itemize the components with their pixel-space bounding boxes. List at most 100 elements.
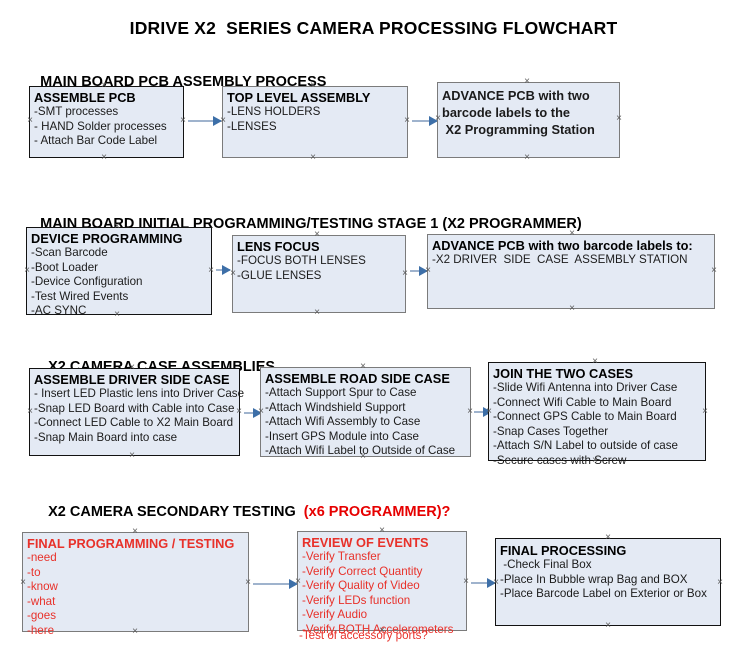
box-line: - Attach Bar Code Label — [34, 134, 158, 148]
connection-handle-top[interactable] — [131, 528, 139, 536]
box-title: FINAL PROCESSING — [500, 543, 627, 558]
box-line: -Check Final Box — [500, 558, 592, 571]
connection-handle-left[interactable] — [257, 408, 265, 416]
box-assemble-driver-side-case[interactable]: ASSEMBLE DRIVER SIDE CASE - Insert LED P… — [26, 368, 245, 456]
box-line: -X2 DRIVER SIDE CASE ASSEMBLY STATION — [432, 253, 688, 266]
connection-handle-top[interactable] — [100, 82, 108, 90]
connection-handle-bottom[interactable] — [523, 154, 531, 162]
connection-handle-left[interactable] — [434, 115, 442, 123]
connection-handle-left[interactable] — [219, 117, 227, 125]
box-title: ADVANCE PCB with two — [442, 88, 590, 103]
box-title: TOP LEVEL ASSEMBLY — [227, 90, 371, 105]
box-title: ASSEMBLE DRIVER SIDE CASE — [34, 372, 230, 387]
connection-handle-top[interactable] — [128, 364, 136, 372]
connection-handle-top[interactable] — [309, 82, 317, 90]
connection-handle-top[interactable] — [113, 223, 121, 231]
section-header-text: X2 CAMERA SECONDARY TESTING — [48, 504, 304, 520]
box-top-level-assembly[interactable]: TOP LEVEL ASSEMBLY -LENS HOLDERS -LENSES — [222, 86, 408, 158]
connection-handle-right[interactable] — [235, 408, 243, 416]
connection-handle-top[interactable] — [378, 527, 386, 535]
connection-handle-bottom[interactable] — [313, 309, 321, 317]
connection-handle-right[interactable] — [716, 579, 724, 587]
box-line: -Attach Wifi Assembly to Case — [265, 415, 421, 429]
box-assemble-pcb[interactable]: ASSEMBLE PCB -SMT processes - HAND Solde… — [29, 86, 184, 158]
arrow-device-programming-to-lens-focus — [216, 265, 231, 275]
box-line: -Connect LED Cable to X2 Main Board — [34, 416, 234, 430]
connection-handle-right[interactable] — [207, 267, 215, 275]
box-line: -FOCUS BOTH LENSES — [237, 254, 366, 267]
section-header-x2-camera-secondary-testing: X2 CAMERA SECONDARY TESTING (x6 PROGRAMM… — [32, 488, 450, 536]
box-device-programming[interactable]: DEVICE PROGRAMMING -Scan Barcode -Boot L… — [23, 227, 215, 317]
connection-handle-bottom[interactable] — [359, 453, 367, 461]
connection-handle-left[interactable] — [26, 408, 34, 416]
connection-handle-bottom[interactable] — [131, 628, 139, 636]
connection-handle-top[interactable] — [523, 78, 531, 86]
connection-handle-left[interactable] — [23, 267, 31, 275]
box-final-programming-testing[interactable]: FINAL PROGRAMMING / TESTING -need -to -k… — [19, 532, 252, 637]
box-line: -AC SYNC — [31, 304, 87, 318]
box-title: ASSEMBLE ROAD SIDE CASE — [265, 371, 450, 386]
connection-handle-right[interactable] — [615, 115, 623, 123]
box-title: REVIEW OF EVENTS — [302, 535, 429, 550]
box-line: - Insert LED Plastic lens into Driver Ca… — [34, 387, 245, 400]
connection-handle-top[interactable] — [359, 363, 367, 371]
box-title: FINAL PROGRAMMING / TESTING — [27, 536, 235, 551]
connection-handle-bottom[interactable] — [113, 311, 121, 319]
box-line: -Attach Support Spur to Case — [265, 386, 417, 399]
box-line: -Scan Barcode — [31, 246, 108, 259]
connection-handle-right[interactable] — [401, 270, 409, 278]
connection-handle-bottom[interactable] — [128, 452, 136, 460]
connection-handle-right[interactable] — [701, 408, 709, 416]
connection-handle-left[interactable] — [294, 578, 302, 586]
box-line: -Snap Cases Together — [493, 424, 609, 438]
box-line: -Verify Correct Quantity — [302, 564, 423, 578]
box-title: ASSEMBLE PCB — [34, 90, 136, 105]
connection-handle-left[interactable] — [424, 267, 432, 275]
connection-handle-top[interactable] — [313, 231, 321, 239]
connection-handle-bottom[interactable] — [591, 457, 599, 465]
connection-handle-top[interactable] — [604, 534, 612, 542]
connection-handle-right[interactable] — [244, 579, 252, 587]
box-line: -Test Wired Events — [31, 289, 129, 303]
connection-handle-left[interactable] — [19, 579, 27, 587]
connection-handle-bottom[interactable] — [604, 622, 612, 630]
box-line: -LENS HOLDERS — [227, 105, 321, 118]
box-line: -Slide Wifi Antenna into Driver Case — [493, 381, 678, 394]
box-advance-pcb-to-driver-side-case-station[interactable]: ADVANCE PCB with two barcode labels to: … — [427, 234, 715, 309]
connection-handle-right[interactable] — [403, 117, 411, 125]
box-line: -Verify BOTH Accelerometers — [302, 622, 454, 636]
box-line: -Boot Loader — [31, 260, 99, 274]
connection-handle-right[interactable] — [710, 267, 718, 275]
box-line: -what — [27, 594, 56, 608]
connection-handle-right[interactable] — [466, 408, 474, 416]
box-line: -Connect Wifi Cable to Main Board — [493, 395, 672, 409]
box-line: -LENSES — [227, 119, 277, 133]
connection-handle-top[interactable] — [591, 358, 599, 366]
box-join-the-two-cases[interactable]: JOIN THE TWO CASES -Slide Wifi Antenna i… — [485, 362, 709, 467]
connection-handle-top[interactable] — [568, 230, 576, 238]
box-line: -Attach S/N Label to outside of case — [493, 439, 678, 453]
connection-handle-bottom[interactable] — [568, 305, 576, 313]
box-final-processing[interactable]: FINAL PROCESSING -Check Final Box -Place… — [495, 538, 721, 626]
connection-handle-right[interactable] — [462, 578, 470, 586]
connection-handle-left[interactable] — [229, 270, 237, 278]
box-line: -Device Configuration — [31, 275, 143, 289]
box-line: -Secure cases with Screw — [493, 453, 627, 467]
arrow-final-programming-to-review-of-events — [253, 579, 298, 589]
box-line: -need — [27, 551, 57, 564]
connection-handle-right[interactable] — [179, 117, 187, 125]
box-line: -Place Barcode Label on Exterior or Box — [500, 587, 707, 601]
box-review-of-events[interactable]: REVIEW OF EVENTS -Verify Transfer -Verif… — [294, 531, 470, 636]
connection-handle-bottom[interactable] — [100, 154, 108, 162]
box-lens-focus[interactable]: LENS FOCUS -FOCUS BOTH LENSES -GLUE LENS… — [232, 235, 406, 313]
box-line: -Attach Windshield Support — [265, 400, 406, 414]
connection-handle-left[interactable] — [492, 579, 500, 587]
connection-handle-left[interactable] — [485, 408, 493, 416]
box-advance-pcb-to-x2-programming-station[interactable]: ADVANCE PCB with two barcode labels to t… — [437, 82, 620, 158]
box-line: -here — [27, 623, 55, 637]
connection-handle-bottom[interactable] — [309, 154, 317, 162]
arrow-assemble-pcb-to-top-level-assembly — [188, 116, 222, 126]
connection-handle-left[interactable] — [26, 117, 34, 125]
box-assemble-road-side-case[interactable]: ASSEMBLE ROAD SIDE CASE -Attach Support … — [260, 367, 471, 457]
